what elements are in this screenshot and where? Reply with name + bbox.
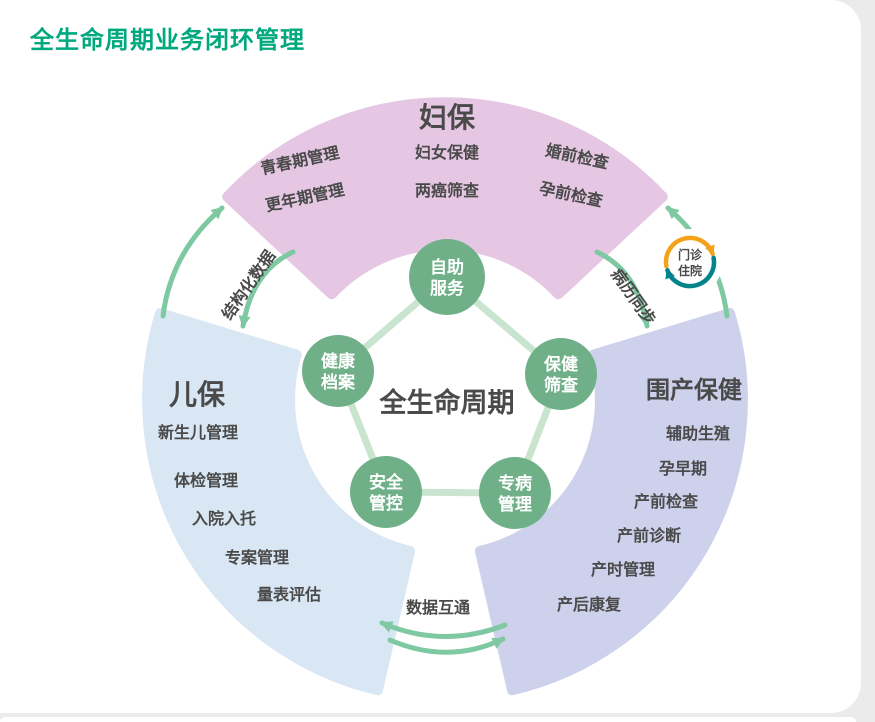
connector-bottom: 数据互通 [379, 598, 508, 655]
menzhen-zhuyuan-badge: 门诊 住院 [657, 229, 723, 295]
node-health-screening [525, 338, 597, 410]
node-label: 筛查 [544, 375, 579, 395]
badge-teal-cycle-arrow [665, 255, 717, 289]
segment-weichan-title: 围产保健 [646, 376, 742, 404]
node-label: 管控 [369, 493, 403, 513]
badge-bottom-label: 住院 [678, 263, 702, 278]
weichan-item: 辅助生殖 [666, 424, 730, 443]
node-label: 服务 [430, 278, 465, 298]
node-label: 保健 [543, 354, 578, 374]
node-label: 自助 [430, 257, 464, 277]
node-health-archive [302, 335, 374, 407]
fubao-item: 两癌筛查 [415, 181, 479, 200]
node-label: 管理 [498, 494, 532, 514]
arrow-left-to-erbao [379, 620, 508, 639]
node-label: 安全 [369, 472, 404, 492]
erbao-item: 入院入托 [192, 509, 256, 528]
center-title: 全生命周期 [379, 387, 515, 418]
segment-weichan-texts: 围产保健 辅助生殖 孕早期 产前检查 产前诊断 产时管理 产后康复 [557, 376, 742, 614]
segment-erbao-title: 儿保 [169, 379, 226, 410]
fubao-item: 妇女保健 [415, 143, 479, 162]
erbao-item: 新生儿管理 [158, 423, 238, 442]
segment-erbao-arc [142, 308, 416, 696]
weichan-item: 产前检查 [634, 492, 698, 511]
arrow-up-to-fubao [160, 205, 225, 319]
segment-fubao-arc [222, 97, 668, 300]
node-label: 专病 [498, 473, 532, 493]
erbao-item: 量表评估 [257, 585, 321, 604]
page-title: 全生命周期业务闭环管理 [30, 27, 305, 54]
erbao-item: 专案管理 [225, 548, 289, 567]
segment-weichan-arc [474, 308, 748, 696]
node-self-service [409, 239, 485, 315]
badge-top-label: 门诊 [678, 247, 703, 262]
ring-segments [142, 97, 748, 696]
node-safety-control [350, 456, 422, 528]
weichan-item: 产前诊断 [617, 526, 681, 545]
arrow-right-to-weichan [387, 636, 506, 655]
node-label: 健康 [321, 351, 356, 371]
connector-right-label: 病历同步 [607, 265, 659, 328]
node-special-disease [479, 457, 551, 529]
segment-fubao-title: 妇保 [419, 102, 476, 133]
segment-erbao-texts: 儿保 新生儿管理 体检管理 入院入托 专案管理 量表评估 [158, 379, 321, 604]
arrow-down-to-erbao [238, 249, 296, 329]
connector-bottom-label: 数据互通 [406, 598, 470, 617]
weichan-item: 产时管理 [591, 560, 655, 579]
erbao-item: 体检管理 [174, 471, 238, 490]
next-slide-edge [0, 717, 856, 722]
arrow-down-to-weichan [594, 249, 652, 329]
node-label: 档案 [321, 372, 356, 392]
weichan-item: 孕早期 [659, 459, 707, 478]
weichan-item: 产后康复 [557, 595, 622, 614]
badge-orange-cycle-arrow [663, 235, 715, 269]
pentagon-nodes: 自助 服务 健康 档案 保健 筛查 安全 管控 专病 管理 全生命周期 [302, 239, 597, 529]
